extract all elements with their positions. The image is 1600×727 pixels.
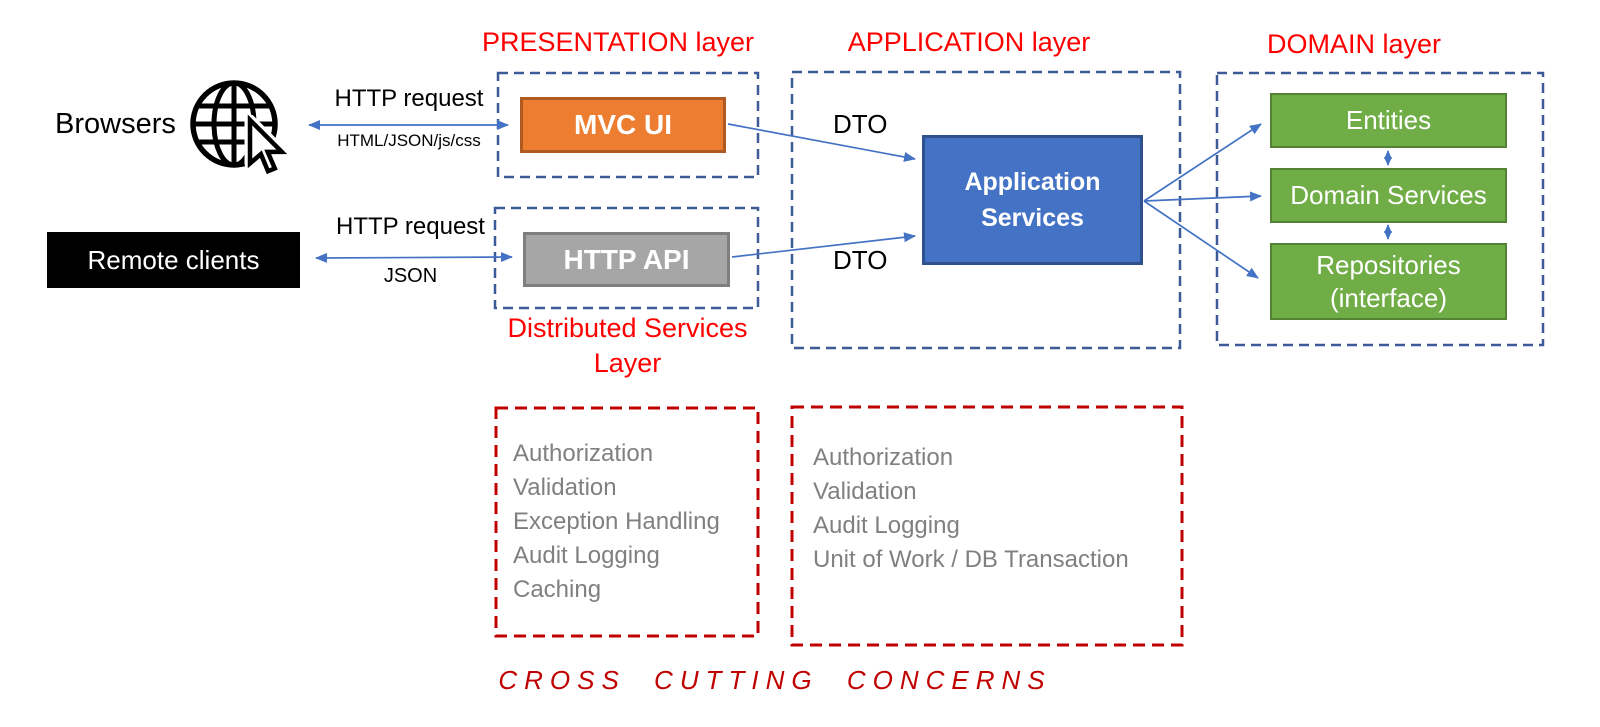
cursor-icon: [247, 114, 288, 175]
remote-api-arrow: [315, 252, 513, 263]
appservices-repositories-arrow: [1143, 200, 1259, 279]
mvc-appservices-arrow: [727, 123, 916, 162]
domain-layer-title: DOMAIN layer: [1266, 29, 1442, 59]
application-services-label: Application Services: [964, 167, 1101, 232]
concern-item: Validation: [513, 474, 617, 501]
application-layer-frame: [790, 70, 1182, 350]
entities-box: Entities: [1270, 93, 1507, 148]
presentation-concerns-frame: [494, 406, 760, 638]
domain-services-box: Domain Services: [1270, 168, 1507, 223]
concern-item: Caching: [513, 576, 602, 603]
cross-cutting-frame-group: [494, 405, 1184, 647]
appservices-domainservices-arrow: [1143, 191, 1262, 202]
application-layer-title: APPLICATION layer: [847, 27, 1091, 57]
appservices-entities-arrow: [1143, 123, 1262, 202]
concern-item: Unit of Work / DB Transaction: [813, 546, 1129, 573]
repositories-box: Repositories (interface): [1270, 243, 1507, 320]
application-services-box: Application Services: [922, 135, 1143, 265]
remote-clients-box: Remote clients: [47, 232, 300, 288]
presentation-layer-title: PRESENTATION layer: [481, 27, 755, 57]
mvc-ui-box: MVC UI: [520, 97, 726, 153]
application-concerns-frame: [790, 405, 1184, 647]
presentation-concerns-list: Authorization Validation Exception Handl…: [513, 437, 720, 607]
concern-item: Audit Logging: [813, 512, 960, 539]
cross-cutting-concerns-title: CROSS CUTTING CONCERNS: [498, 665, 1052, 695]
distributed-services-layer-title: Distributed Services Layer: [507, 313, 748, 379]
browser-globe-icon: [190, 80, 288, 176]
remote-response-label: JSON: [383, 265, 438, 287]
http-api-box: HTTP API: [523, 232, 730, 287]
arrow-group: [308, 120, 1392, 279]
concern-item: Audit Logging: [513, 542, 660, 569]
application-concerns-list: Authorization Validation Audit Logging U…: [813, 441, 1129, 577]
dto-label-top: DTO: [833, 109, 888, 139]
browsers-label: Browsers: [55, 108, 176, 140]
remote-request-label: HTTP request: [336, 213, 485, 240]
api-appservices-arrow: [731, 232, 916, 258]
domain-layer-frame: [1215, 71, 1545, 347]
concern-item: Exception Handling: [513, 508, 720, 535]
browser-request-label: HTTP request: [334, 85, 484, 112]
concern-item: Validation: [813, 478, 917, 505]
dto-label-bottom: DTO: [833, 245, 888, 275]
concern-item: Authorization: [813, 444, 954, 471]
concern-item: Authorization: [513, 440, 654, 467]
browser-response-label: HTML/JSON/js/css: [337, 131, 481, 150]
